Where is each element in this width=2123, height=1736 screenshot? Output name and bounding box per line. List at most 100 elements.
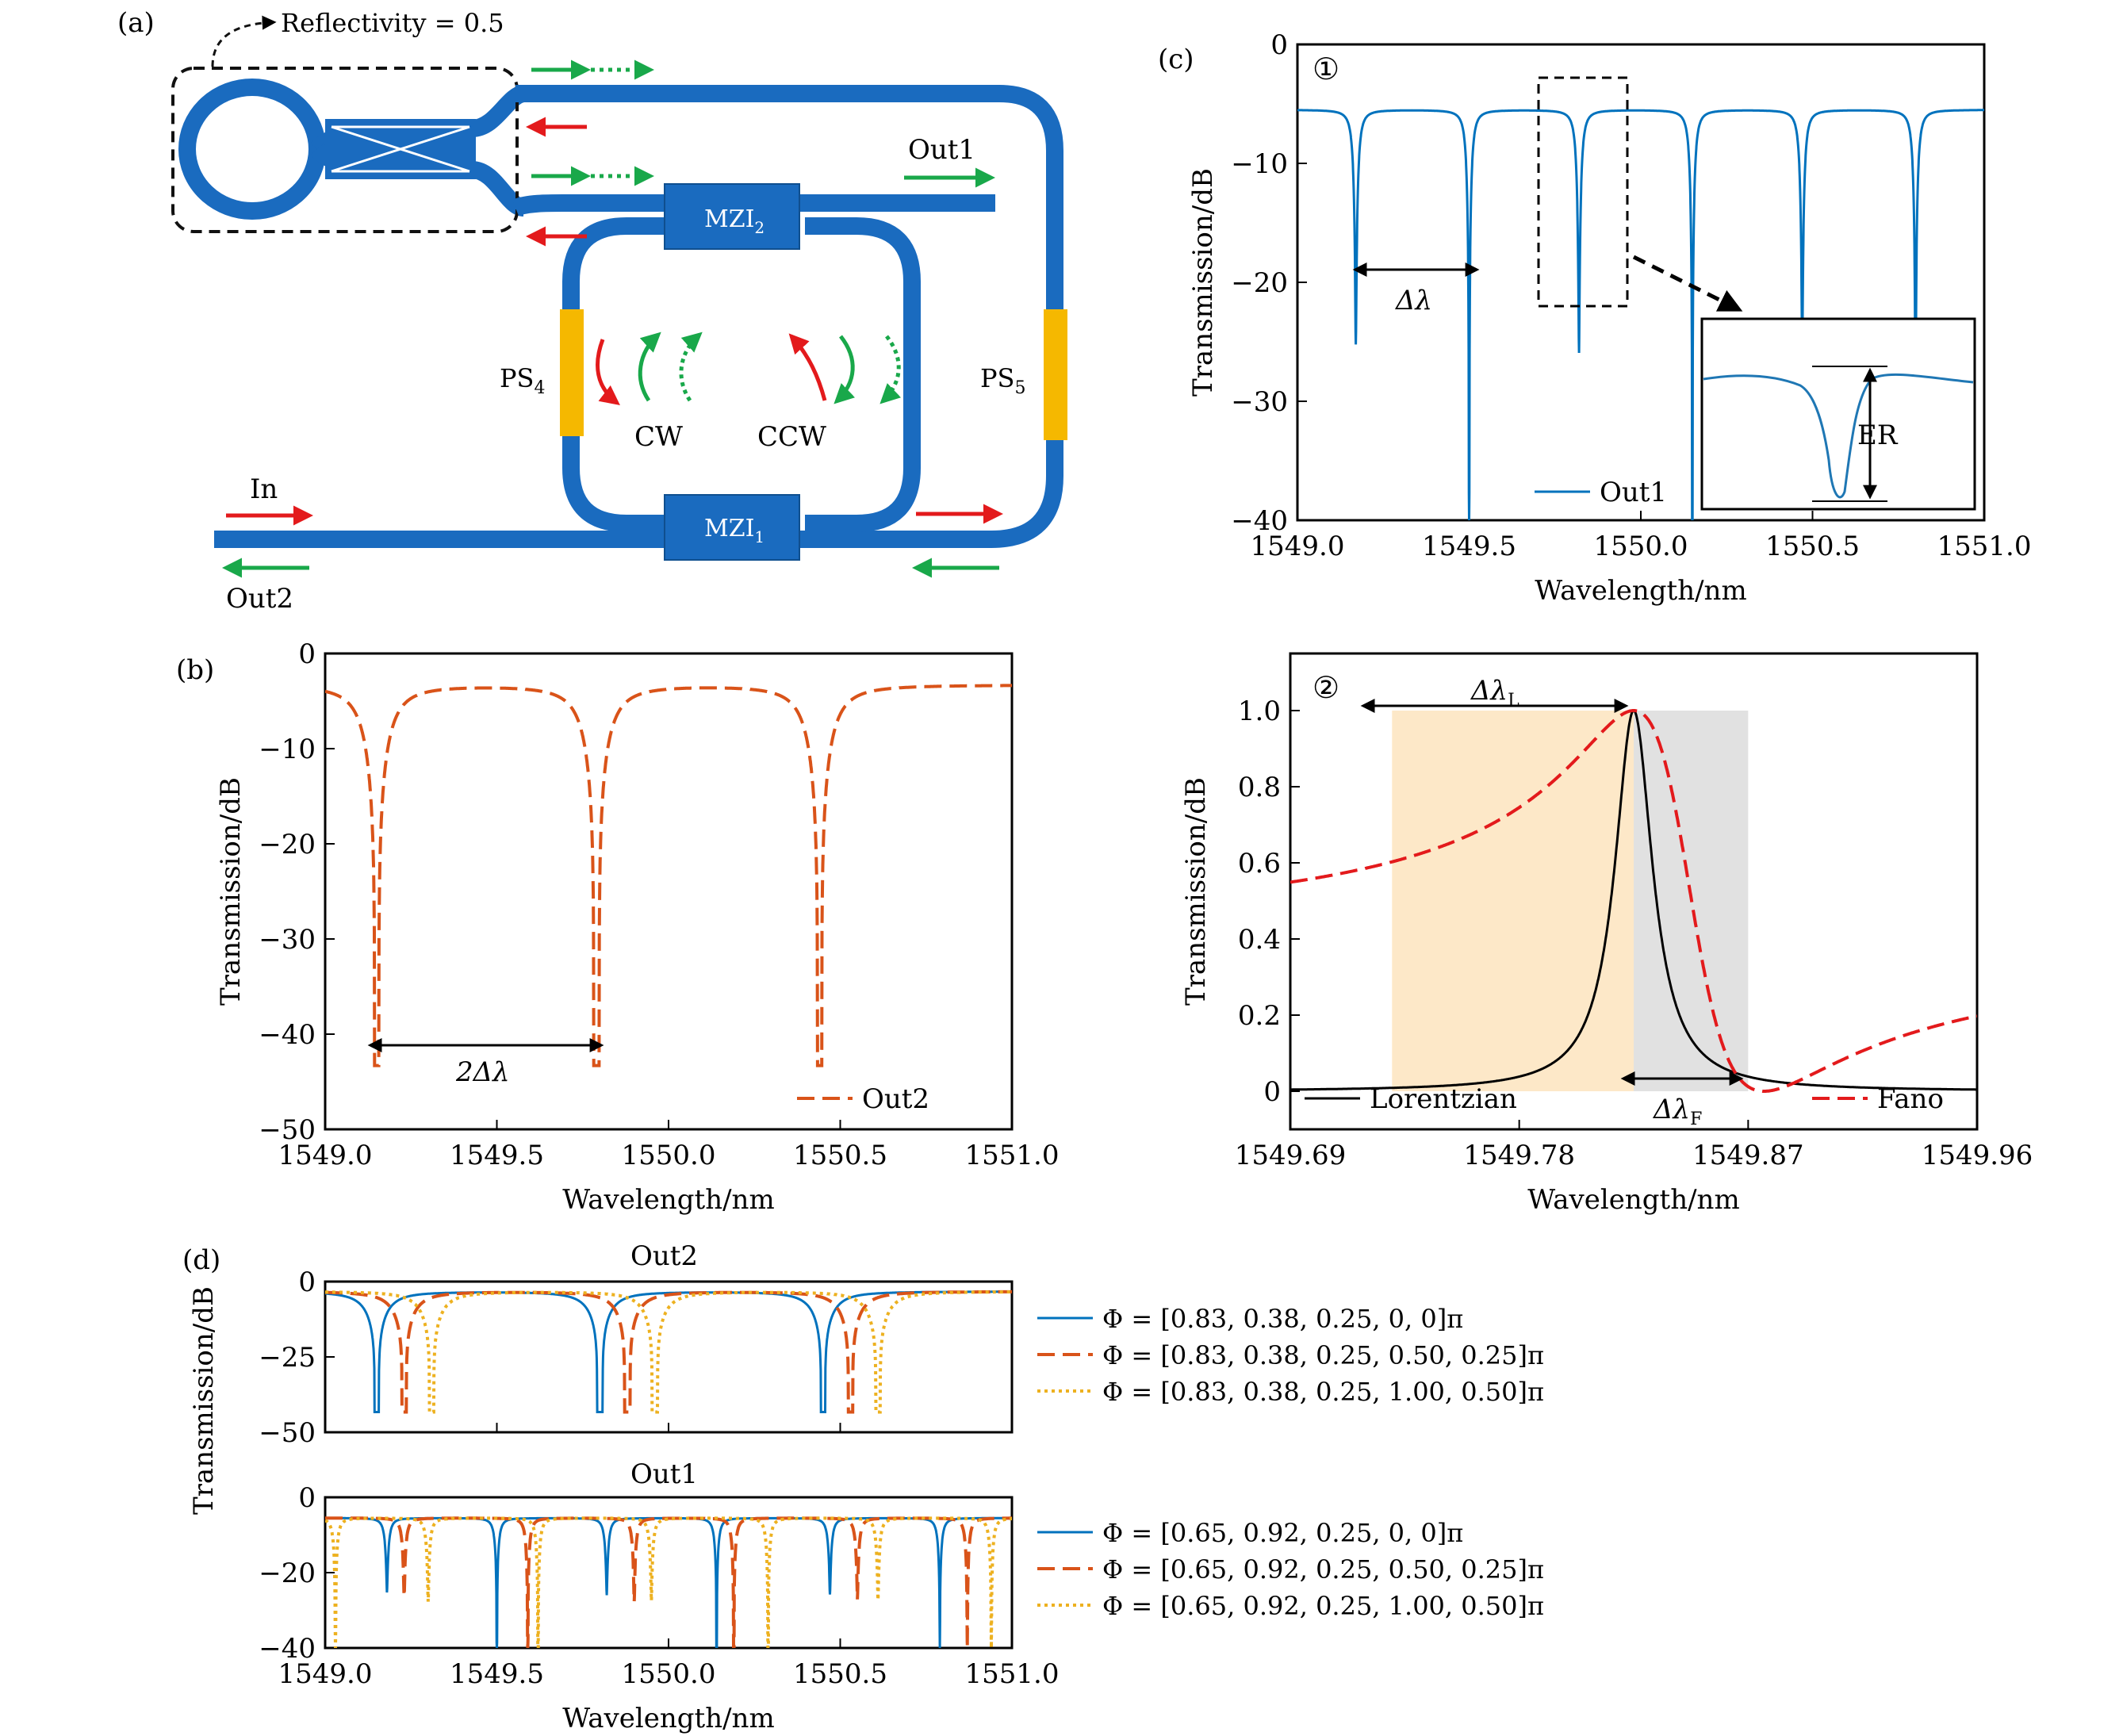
mzi2-label: MZI2	[704, 205, 765, 237]
y-tick-label: 0	[298, 1482, 316, 1514]
y-tick-label: −20	[259, 1558, 316, 1589]
ps4-heater	[560, 309, 584, 436]
panel-label-d: (d)	[182, 1244, 220, 1276]
chart-d-out2: 0−25−50	[259, 1267, 1014, 1449]
annot-c: ① Δλ ER	[1313, 52, 1976, 511]
legend-label: Φ = [0.65, 0.92, 0.25, 0.50, 0.25]π	[1102, 1554, 1544, 1585]
delta-2-label: 2Δλ	[455, 1056, 510, 1088]
annot-b: 2Δλ	[367, 1038, 604, 1088]
x-axis-label: Wavelength/nm	[1527, 1184, 1739, 1216]
in-label: In	[250, 473, 278, 505]
mzi2-box	[664, 183, 800, 250]
y-tick-label: −10	[1231, 148, 1288, 180]
annot-fano: ② ΔλL ΔλF	[1313, 670, 1744, 1129]
legend-label: Out2	[862, 1083, 929, 1115]
series-line	[325, 1290, 1012, 1414]
coupler-cross-icon	[331, 125, 470, 173]
series-line	[1297, 109, 1984, 520]
y-tick-label: −30	[1231, 386, 1288, 418]
y-tick-label: 0.4	[1238, 924, 1281, 956]
marker-1: ①	[1313, 52, 1339, 86]
y-tick-label: −30	[259, 924, 316, 956]
mzi1-box	[664, 494, 800, 561]
er-label: ER	[1857, 420, 1899, 451]
y-tick-label: 0	[298, 638, 316, 670]
panel-label-a: (a)	[117, 7, 155, 39]
y-tick-label: −50	[259, 1114, 316, 1146]
legend-label: Φ = [0.65, 0.92, 0.25, 0, 0]π	[1102, 1518, 1463, 1548]
inset-box	[1700, 317, 1976, 511]
out1-label: Out1	[908, 134, 975, 166]
x-tick-label: 1549.96	[1922, 1140, 2033, 1171]
lorentzian-width-shading	[1392, 711, 1634, 1091]
ccw-arrow-green-dotted	[879, 335, 902, 404]
y-tick-label: 0	[1263, 1076, 1281, 1108]
legend-label: Φ = [0.83, 0.38, 0.25, 0.50, 0.25]π	[1102, 1340, 1544, 1370]
series-line	[325, 1516, 1012, 1648]
ps4-label: PS4	[500, 363, 545, 398]
plot-frame	[324, 652, 1014, 1131]
top-bus	[515, 85, 1063, 548]
x-tick-label: 1551.0	[1937, 531, 2032, 562]
plot-frame	[1289, 652, 1979, 1131]
inner-ring	[562, 217, 921, 532]
y-tick-label: 0.6	[1238, 848, 1281, 879]
ps5-heater	[1044, 309, 1067, 440]
panel-label-c: (c)	[1158, 44, 1194, 75]
schematic-panel: (a) Reflectivity = 0.5 MZI1 MZI2 PS4 PS5	[117, 7, 1067, 615]
x-tick-label: 1550.0	[1594, 531, 1688, 562]
ps5-label: PS5	[980, 363, 1025, 398]
legend-label: Φ = [0.83, 0.38, 0.25, 1.00, 0.50]π	[1102, 1377, 1544, 1407]
y-tick-label: −40	[1231, 505, 1288, 537]
series-line	[325, 684, 1012, 1067]
x-tick-label: 1549.0	[278, 1658, 373, 1690]
series-line	[325, 1290, 1012, 1414]
x-tick-label: 1549.78	[1463, 1140, 1575, 1171]
legend-label: Out1	[1600, 477, 1667, 508]
fano-shading	[1392, 711, 1749, 1091]
out2-label: Out2	[226, 583, 293, 615]
y-axis-label: Transmission/dB	[1180, 777, 1212, 1006]
delta-L-label: ΔλL	[1470, 675, 1519, 711]
delta-label: Δλ	[1394, 285, 1432, 316]
y-tick-label: 0.8	[1238, 772, 1281, 803]
y-tick-label: 0	[298, 1267, 316, 1298]
x-tick-label: 1551.0	[965, 1140, 1060, 1171]
y-tick-label: −10	[259, 734, 316, 765]
x-tick-label: 1550.5	[793, 1140, 887, 1171]
cw-arrow-green	[638, 331, 661, 402]
sagnac-loop	[178, 79, 326, 220]
panel-label-b: (b)	[176, 654, 214, 686]
legend-label: Fano	[1877, 1083, 1944, 1115]
x-tick-label: 1549.87	[1692, 1140, 1804, 1171]
x-axis-label: Wavelength/nm	[1535, 575, 1746, 607]
cw-arrow-red	[596, 339, 620, 406]
zoom-pointer	[1632, 255, 1743, 312]
y-tick-label: −20	[259, 829, 316, 860]
series-line	[325, 1516, 1012, 1648]
y-tick-label: −40	[259, 1633, 316, 1665]
x-tick-label: 1551.0	[965, 1658, 1060, 1690]
x-tick-label: 1549.0	[1251, 531, 1345, 562]
y-tick-label: −20	[1231, 267, 1288, 299]
legend-label: Φ = [0.65, 0.92, 0.25, 1.00, 0.50]π	[1102, 1591, 1544, 1621]
x-tick-label: 1550.5	[793, 1658, 887, 1690]
x-tick-label: 1549.5	[450, 1140, 544, 1171]
x-tick-label: 1549.5	[450, 1658, 544, 1690]
legend-d: Φ = [0.83, 0.38, 0.25, 0, 0]π Φ = [0.83, …	[1037, 1304, 1544, 1621]
x-tick-label: 1549.0	[278, 1140, 373, 1171]
delta-F-label: ΔλF	[1652, 1094, 1702, 1129]
legend-label: Φ = [0.83, 0.38, 0.25, 0, 0]π	[1102, 1304, 1463, 1334]
d-title-out2: Out2	[630, 1240, 698, 1272]
d-shared-ylabel: Transmission/dB	[188, 1286, 220, 1515]
ccw-arrow-red	[788, 333, 827, 401]
x-tick-label: 1550.0	[622, 1658, 716, 1690]
y-axis-label: Transmission/dB	[215, 777, 247, 1006]
d-title-out1: Out1	[630, 1458, 698, 1490]
y-tick-label: 1.0	[1238, 696, 1281, 727]
